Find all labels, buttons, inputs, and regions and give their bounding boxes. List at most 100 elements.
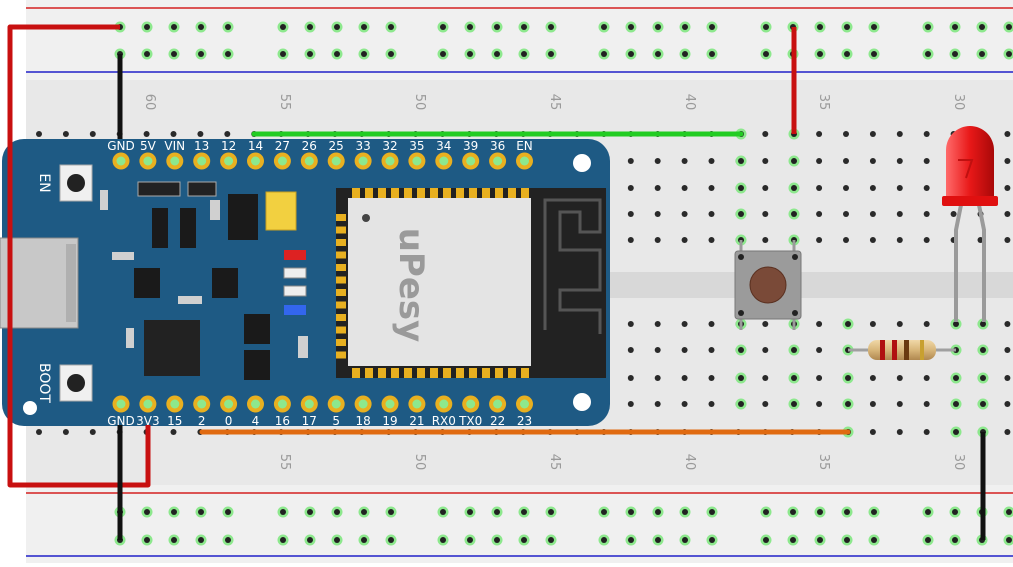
rail-hole — [334, 537, 340, 543]
connected-hole-center — [738, 375, 744, 381]
connected-hole-center — [791, 375, 797, 381]
terminal-hole — [628, 237, 634, 243]
top-pin-label: 33 — [355, 139, 370, 153]
terminal-hole — [924, 211, 930, 217]
top-pin-hole — [466, 157, 475, 166]
top-pin-hole — [332, 157, 341, 166]
push-button[interactable] — [735, 240, 801, 330]
terminal-hole — [682, 401, 688, 407]
terminal-hole — [709, 211, 715, 217]
module-pad-bottom — [508, 368, 516, 378]
terminal-hole — [709, 185, 715, 191]
terminal-hole — [762, 237, 768, 243]
rail-hole — [844, 24, 850, 30]
connected-hole-center — [791, 211, 797, 217]
top-column-number: 55 — [277, 94, 292, 111]
rail-hole — [682, 509, 688, 515]
rail-hole — [467, 24, 473, 30]
rail-hole — [494, 51, 500, 57]
button-corner-3 — [738, 310, 744, 316]
terminal-hole — [924, 401, 930, 407]
top-column-number: 50 — [412, 94, 427, 111]
module-pad-bottom — [456, 368, 464, 378]
terminal-hole — [924, 131, 930, 137]
smd-part-13 — [100, 190, 108, 210]
rail-hole — [709, 537, 715, 543]
rail-hole — [467, 509, 473, 515]
rail-hole — [628, 51, 634, 57]
rail-hole — [521, 537, 527, 543]
rail-hole — [494, 509, 500, 515]
module-pad-bottom — [521, 368, 529, 378]
top-pin-hole — [520, 157, 529, 166]
terminal-hole — [682, 211, 688, 217]
terminal-hole — [870, 401, 876, 407]
top-pin-label: VIN — [164, 139, 185, 153]
blue-led-smd — [284, 305, 306, 315]
terminal-hole — [870, 185, 876, 191]
rail-hole — [225, 51, 231, 57]
module-pad-top — [365, 188, 373, 198]
module-pad-bottom — [404, 368, 412, 378]
terminal-hole — [1004, 158, 1010, 164]
rail-hole — [280, 509, 286, 515]
connected-hole-center — [980, 375, 986, 381]
terminal-hole — [709, 347, 715, 353]
module-pad-side — [336, 352, 346, 359]
bottom-pin-hole — [251, 400, 260, 409]
terminal-hole — [171, 429, 177, 435]
bottom-pin-hole — [143, 400, 152, 409]
button-cap — [750, 267, 786, 303]
rail-hole — [171, 537, 177, 543]
bottom-pin-hole — [493, 400, 502, 409]
rail-hole — [925, 509, 931, 515]
module-pad-side — [336, 277, 346, 284]
bottom-power-rail — [26, 485, 1013, 563]
rail-hole — [280, 51, 286, 57]
bottom-pin-label: 22 — [490, 414, 505, 428]
top-pin-label: 26 — [302, 139, 317, 153]
terminal-hole — [682, 158, 688, 164]
terminal-hole — [897, 131, 903, 137]
rail-hole — [198, 24, 204, 30]
terminal-hole — [816, 347, 822, 353]
terminal-hole — [924, 158, 930, 164]
bottom-pin-hole — [520, 400, 529, 409]
top-pin-label: EN — [516, 139, 533, 153]
top-pin-hole — [439, 157, 448, 166]
terminal-hole — [897, 185, 903, 191]
rail-hole — [763, 24, 769, 30]
top-pin-label: 12 — [221, 139, 236, 153]
module-pad-bottom — [469, 368, 477, 378]
connected-hole-center — [980, 347, 986, 353]
terminal-hole — [843, 131, 849, 137]
bottom-pin-label: 17 — [302, 414, 317, 428]
rail-hole — [171, 509, 177, 515]
rail-hole — [979, 51, 985, 57]
resistor-body — [868, 340, 936, 360]
bottom-pin-label: 16 — [275, 414, 290, 428]
top-pin-label: 25 — [329, 139, 344, 153]
bottom-pin-label: TX0 — [458, 414, 482, 428]
terminal-hole — [63, 131, 69, 137]
terminal-hole — [762, 158, 768, 164]
module-pad-bottom — [378, 368, 386, 378]
rail-hole — [388, 509, 394, 515]
module-pad-side — [336, 227, 346, 234]
resistor-band-1 — [880, 340, 885, 360]
module-pad-side — [336, 239, 346, 246]
rail-hole — [952, 537, 958, 543]
connected-hole-center — [791, 347, 797, 353]
rail-hole — [871, 537, 877, 543]
bottom-pin-label: 21 — [409, 414, 424, 428]
bottom-pin-hole — [278, 400, 287, 409]
bottom-pin-hole — [197, 400, 206, 409]
usb-inner — [66, 244, 76, 322]
rail-hole — [225, 537, 231, 543]
top-power-rail — [26, 0, 1013, 80]
resistor-band-3 — [904, 340, 909, 360]
module-shield — [348, 198, 531, 366]
rail-hole — [682, 51, 688, 57]
rail-hole — [440, 509, 446, 515]
terminal-hole — [870, 375, 876, 381]
